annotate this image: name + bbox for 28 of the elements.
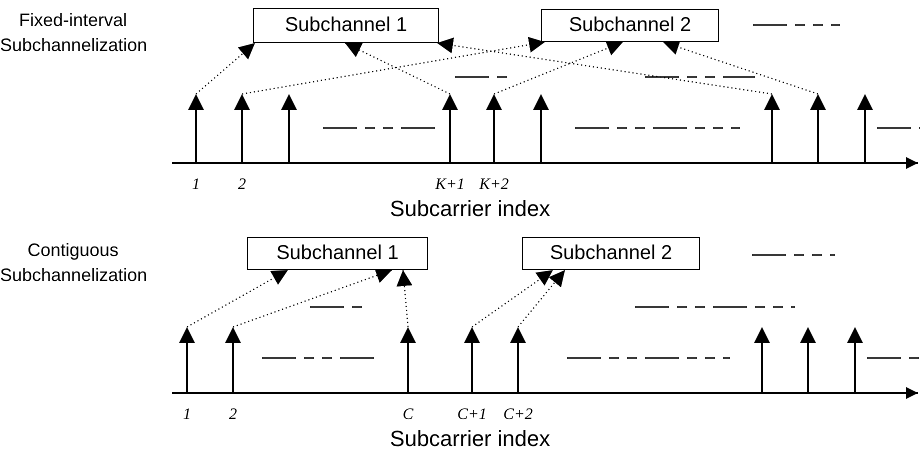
subcarrier-index-label: 2 — [229, 406, 237, 424]
subcarrier-index-label: 1 — [183, 406, 191, 424]
dotted-arrow — [186, 269, 288, 328]
panel-title: Contiguous Subchannelization — [0, 239, 146, 287]
dotted-arrow — [242, 36, 546, 95]
subcarrier-index-label: C+2 — [503, 406, 533, 424]
dotted-arrow — [344, 42, 450, 95]
axis-title: Subcarrier index — [390, 196, 550, 222]
subchannel-box: Subchannel 2 — [522, 237, 700, 270]
subchannel-box: Subchannel 2 — [541, 9, 719, 42]
dotted-arrow — [518, 270, 566, 328]
dotted-arrow — [662, 40, 818, 95]
dotted-arrow — [436, 38, 772, 95]
dotted-arrow — [232, 268, 392, 328]
dotted-arrow — [396, 270, 412, 328]
subcarrier-index-label: C — [402, 406, 414, 424]
axis-title: Subcarrier index — [390, 426, 550, 452]
dotted-arrow — [196, 42, 256, 94]
dotted-arrow — [472, 270, 554, 328]
dotted-arrow — [494, 40, 624, 95]
subcarrier-index-label: K+2 — [479, 176, 509, 194]
subcarrier-index-label: C+1 — [457, 406, 487, 424]
subchannel-box: Subchannel 1 — [253, 8, 439, 43]
subcarrier-index-label: K+1 — [435, 176, 465, 194]
subchannel-box: Subchannel 1 — [247, 237, 428, 270]
subcarrier-index-label: 1 — [192, 176, 200, 194]
subcarrier-index-label: 2 — [238, 176, 246, 194]
panel-title: Fixed-interval Subchannelization — [0, 9, 146, 57]
